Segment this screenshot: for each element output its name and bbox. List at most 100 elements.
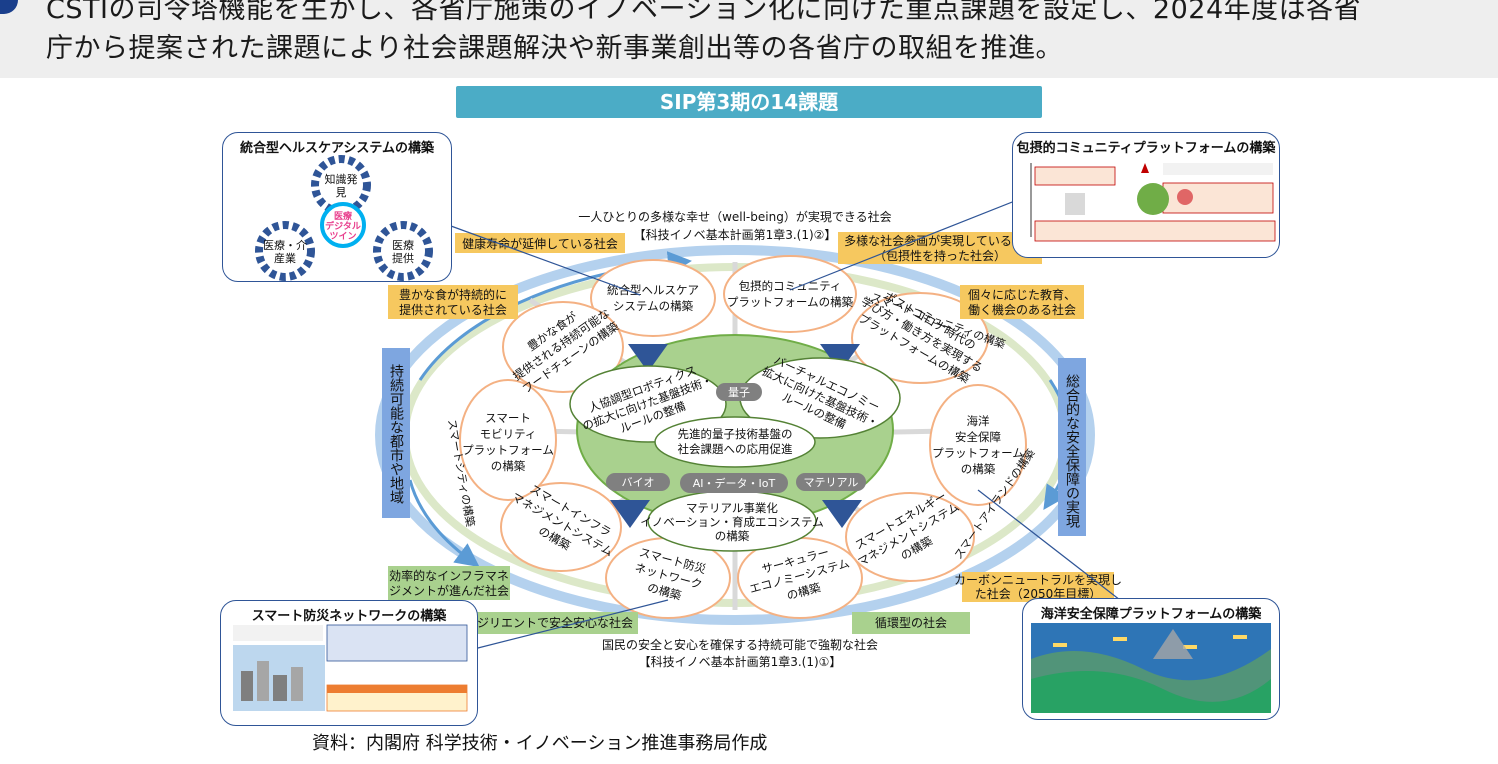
arrow-up-icon (1141, 163, 1149, 173)
topic-quantum-text-1: 先進的量子技術基盤の (678, 427, 793, 441)
gear-left-label-2: 産業 (274, 252, 296, 265)
topic-healthcare-text-2: システムの構築 (613, 299, 694, 313)
bottom-arc-line2: 【科技イノベ基本計画第1章3.(1)①】 (639, 654, 842, 669)
side-left-box (382, 348, 410, 518)
header-band: CSTIの司令塔機能を生かし、各省庁施策のイノベーション化に向けた重点課題を設定… (0, 0, 1498, 78)
topic-inclusive-text-1: 包摂的コミュニティ (739, 279, 842, 293)
callout-disaster: スマート防災ネットワークの構築 (220, 600, 478, 726)
topic-material-text-2: イノベーション・育成エコシステム (640, 515, 823, 529)
society-infra-2: ジメントが進んだ社会 (389, 583, 509, 598)
arrow-shape-se (822, 500, 862, 528)
disaster-illustration (233, 624, 468, 712)
society-circular-box (852, 612, 970, 634)
topic-mobility-circle (459, 379, 557, 501)
header-text-line1: CSTIの司令塔機能を生かし、各省庁施策のイノベーション化に向けた重点課題を設定… (46, 0, 1362, 25)
society-carbon-box (962, 572, 1114, 602)
society-diverse-1: 多様な社会参画が実現している社会 (844, 233, 1036, 248)
gear-diagram: 知識発 見 医療・介 産業 医療 提供 医療 デジタル ツイン (255, 155, 433, 281)
header-text-line2: 庁から提案された課題により社会課題解決や新事業創出等の各省庁の取組を推進。 (46, 33, 1063, 64)
callout-community-title: 包摂的コミュニティプラットフォームの構築 (1016, 141, 1276, 156)
community-illustration (1030, 163, 1276, 242)
ocean-illustration (1031, 623, 1271, 713)
center-label-3: ツイン (329, 231, 356, 242)
topic-quantum-text-2: 社会課題への応用促進 (678, 442, 793, 456)
tag-ai-label: AI・データ・IoT (693, 476, 776, 490)
society-infra-box (388, 566, 510, 600)
connector-healthcare (439, 221, 641, 296)
topic-food-circle (502, 301, 624, 393)
callout-community: 包摂的コミュニティプラットフォームの構築 (1012, 132, 1280, 258)
topic-mobility-text-3: プラットフォーム (462, 443, 554, 457)
community-center-icon (1137, 183, 1169, 215)
topic-ocean-text-2: 安全保障 (955, 430, 1001, 444)
society-food-1: 豊かな食が持続的に (399, 287, 507, 302)
tag-quantum (716, 383, 762, 401)
topic-material-text-1: マテリアル事業化 (686, 501, 778, 515)
society-healthy: 健康寿命が延伸している社会 (462, 236, 618, 251)
tag-material (796, 473, 866, 491)
topic-ocean-text-4: の構築 (961, 462, 996, 476)
topic-ocean-circle (929, 384, 1027, 506)
callout-ocean-title: 海洋安全保障プラットフォームの構築 (1040, 607, 1262, 622)
society-education-2: 働く機会のある社会 (968, 302, 1076, 317)
society-education-1: 個々に応じた教育、 (968, 287, 1076, 302)
callout-ocean: 海洋安全保障プラットフォームの構築 (1022, 598, 1280, 720)
topic-postcorona-circle (851, 292, 989, 384)
society-circular: 循環型の社会 (875, 615, 947, 630)
diagram-title-banner: SIP第3期の14課題 (456, 86, 1042, 118)
topic-infra-circle (500, 482, 622, 572)
topic-material-text-3: の構築 (715, 529, 750, 543)
side-right-box (1058, 358, 1086, 536)
topic-healthcare-circle (590, 259, 716, 337)
center-label-1: 医療 (334, 210, 352, 222)
tag-quantum-label: 量子 (728, 386, 750, 399)
society-food-2: 提供されている社会 (399, 302, 507, 317)
society-carbon-1: カーボンニュートラルを実現し (954, 572, 1122, 587)
connector-disaster (469, 599, 669, 651)
topic-mobility-text-4: の構築 (491, 459, 526, 473)
side-left-label: 持続可能な都市や地域 (388, 364, 404, 504)
people-icon (1065, 193, 1085, 215)
topic-energy-circle (845, 492, 975, 582)
society-resilient: レジリエントで安全安心な社会 (465, 615, 633, 630)
cross-icon (1177, 189, 1193, 205)
tag-material-label: マテリアル (804, 476, 859, 489)
society-infra-1: 効率的なインフラマネ (389, 568, 509, 583)
connector-community (789, 194, 1031, 291)
top-arc-line1: 一人ひとりの多様な幸せ（well-being）が実現できる社会 (578, 209, 891, 224)
society-resilient-box (460, 612, 638, 634)
topic-inclusive-circle (723, 255, 857, 333)
gear-right-label-2: 提供 (392, 251, 414, 265)
tag-bio-label: バイオ (622, 476, 655, 489)
callout-disaster-title: スマート防災ネットワークの構築 (251, 609, 447, 624)
society-education-box (960, 285, 1084, 319)
bottom-arc-line1: 国民の安全と安心を確保する持続可能で強靭な社会 (602, 637, 878, 652)
arrow-shape-ne (820, 344, 860, 372)
society-diverse-2: （包摂性を持った社会） (874, 248, 1006, 263)
gear-left-label-1: 医療・介 (263, 238, 307, 252)
gear-top-label-1: 知識発 (325, 172, 358, 186)
society-food-box (388, 285, 518, 319)
topic-quantum-ellipse (654, 416, 816, 468)
source-note: 資料：内閣府 科学技術・イノベーション推進事務局作成 (312, 733, 768, 754)
center-label-2: デジタル (325, 220, 361, 232)
topic-mobility-text-1: スマート (485, 411, 531, 425)
gear-left-icon (255, 221, 315, 281)
topic-inclusive-text-2: プラットフォームの構築 (727, 295, 854, 309)
topic-ocean-text-3: プラットフォーム (932, 446, 1024, 460)
outer-ring-blue (375, 245, 1095, 625)
flow-arrow-left-bottom (408, 479, 480, 568)
connector-ocean (977, 489, 1121, 601)
top-arc-line2: 【科技イノベ基本計画第1章3.(1)②】 (634, 227, 837, 242)
tag-bio (606, 473, 670, 491)
side-right-label: 総合的な安全保障の実現 (1064, 374, 1080, 529)
gear-top-label-2: 見 (336, 186, 347, 199)
society-healthy-box (455, 233, 625, 253)
topic-mobility-text-2: モビリティ (480, 427, 537, 441)
arrow-shape-nw (628, 344, 668, 372)
callout-healthcare: 統合型ヘルスケアシステムの構築 知識発 見 医療・介 産業 医療 提供 医療 デ… (222, 132, 452, 282)
callout-healthcare-title: 統合型ヘルスケアシステムの構築 (239, 141, 435, 156)
center-digital-twin-icon (320, 202, 366, 248)
gear-right-label-1: 医療 (392, 238, 414, 252)
